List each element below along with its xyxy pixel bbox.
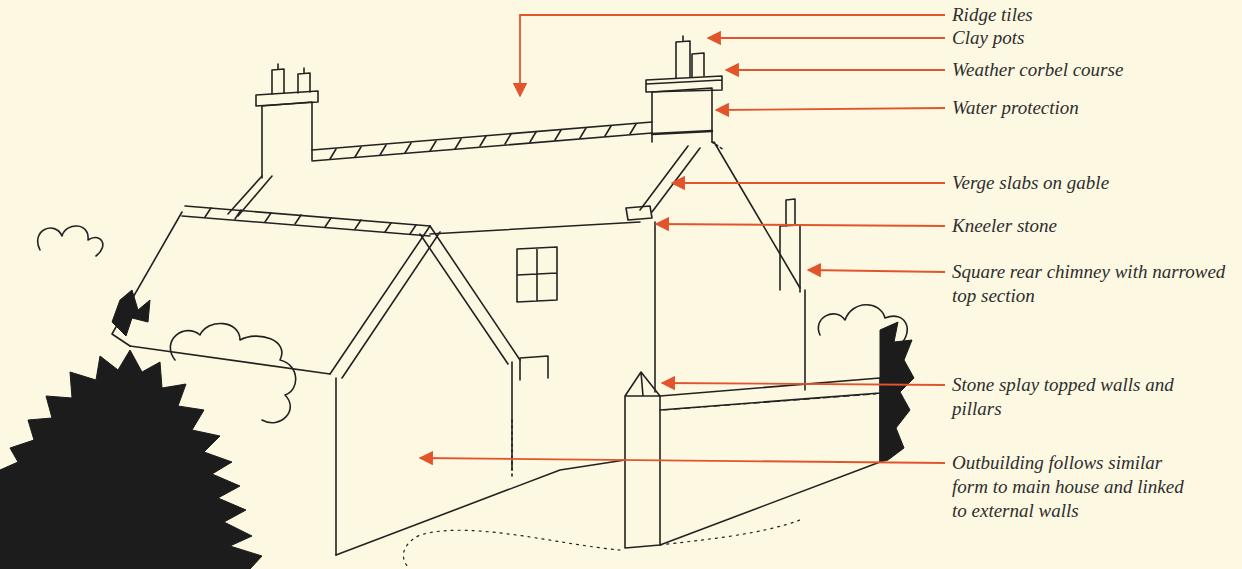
callout-label: Verge slabs on gable xyxy=(952,171,1237,195)
callout-label: Stone splay topped walls and pillars xyxy=(952,373,1192,421)
callout-label: Weather corbel course xyxy=(952,58,1237,82)
foliage xyxy=(0,290,914,569)
callout-label: Water protection xyxy=(952,96,1237,120)
callout-label: Ridge tiles xyxy=(952,3,1237,27)
callout-label: Clay pots xyxy=(952,26,1237,50)
callout-label: Outbuilding follows similar form to main… xyxy=(952,451,1184,523)
leader-lines xyxy=(420,15,945,463)
callout-label: Kneeler stone xyxy=(952,214,1237,238)
callout-label: Square rear chimney with narrowed top se… xyxy=(952,260,1237,308)
